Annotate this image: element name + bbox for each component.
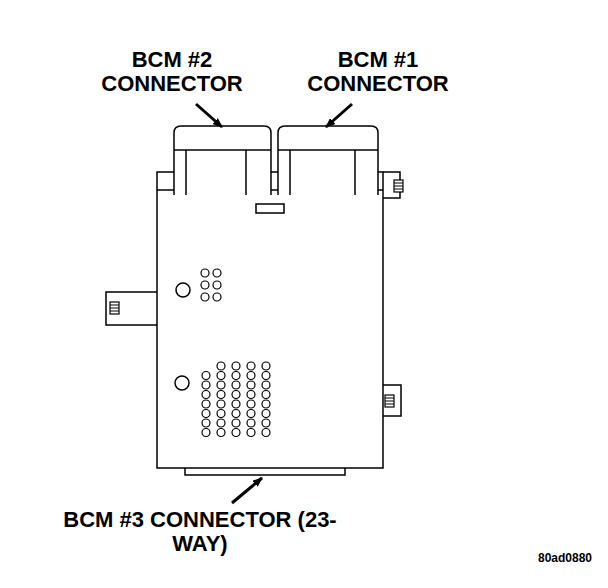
vent-hole — [217, 400, 225, 408]
vent-hole — [232, 391, 240, 399]
vent-hole — [217, 391, 225, 399]
vent-hole — [247, 391, 255, 399]
vent-hole — [202, 410, 210, 418]
vent-hole — [262, 400, 270, 408]
connector-label: BCM #2 CONNECTOR — [92, 48, 252, 96]
figure-code: 80ad0880 — [538, 552, 592, 565]
vent-hole — [247, 400, 255, 408]
vent-hole — [262, 362, 270, 370]
vent-hole — [247, 372, 255, 380]
vent-hole — [217, 381, 225, 389]
vent-hole — [262, 410, 270, 418]
vent-hole — [217, 372, 225, 380]
vent-hole — [201, 281, 209, 289]
vent-hole — [262, 429, 270, 437]
vent-hole — [247, 362, 255, 370]
vent-hole — [262, 381, 270, 389]
vent-hole — [213, 293, 221, 301]
vent-hole — [201, 269, 209, 277]
vent-hole — [217, 410, 225, 418]
vent-hole — [202, 381, 210, 389]
vent-hole — [247, 429, 255, 437]
vent-hole — [202, 372, 210, 380]
vent-hole — [202, 419, 210, 427]
vent-hole — [232, 381, 240, 389]
vent-hole — [201, 293, 209, 301]
vent-hole — [202, 400, 210, 408]
vent-hole — [262, 419, 270, 427]
vent-hole — [262, 372, 270, 380]
connector-label: BCM #3 CONNECTOR (23-WAY) — [50, 508, 350, 556]
vent-hole — [217, 429, 225, 437]
vent-hole — [262, 391, 270, 399]
vent-hole — [232, 400, 240, 408]
vent-hole — [202, 429, 210, 437]
vent-hole — [247, 410, 255, 418]
vent-hole — [232, 362, 240, 370]
vent-hole — [217, 419, 225, 427]
vent-hole — [213, 281, 221, 289]
connector-label: BCM #1 CONNECTOR — [298, 48, 458, 96]
vent-hole — [247, 381, 255, 389]
vent-hole — [217, 362, 225, 370]
vent-hole — [232, 372, 240, 380]
vent-hole — [232, 419, 240, 427]
vent-hole — [202, 391, 210, 399]
vent-hole — [232, 429, 240, 437]
vent-hole — [247, 419, 255, 427]
vent-hole — [213, 269, 221, 277]
vent-hole — [232, 410, 240, 418]
